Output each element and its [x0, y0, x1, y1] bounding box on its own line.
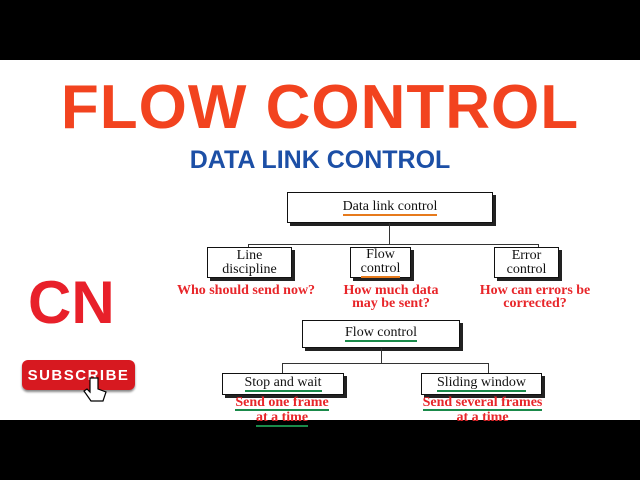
box-flow-control-root: Flow control [302, 320, 460, 348]
connector [381, 348, 382, 363]
box-sliding-window: Sliding window [421, 373, 542, 395]
main-title: FLOW CONTROL [60, 73, 580, 142]
box-label: Error [511, 247, 542, 263]
note-line: Send several frames [422, 395, 543, 411]
box-label: Data link control [342, 198, 438, 216]
question-line-discipline: Who should send now? [176, 283, 316, 298]
box-label: Sliding window [436, 375, 527, 392]
connector [282, 363, 489, 364]
connector [538, 244, 539, 248]
connector [282, 363, 283, 373]
note-line: at a time [456, 410, 509, 425]
box-label: Flow [366, 246, 395, 262]
subscribe-button[interactable]: SUBSCRIBE [22, 360, 135, 390]
subscribe-label: SUBSCRIBE [27, 366, 130, 384]
box-label: Line [236, 247, 263, 263]
box-label: control [506, 261, 547, 277]
connector [488, 363, 489, 373]
box-label: Stop and wait [244, 375, 322, 392]
box-label: control [360, 260, 401, 278]
subtitle: DATA LINK CONTROL [189, 146, 451, 174]
question-flow-control: How much data may be sent? [343, 283, 439, 311]
box-label: discipline [222, 261, 277, 277]
box-stop-and-wait: Stop and wait [222, 373, 344, 395]
connector [248, 244, 249, 248]
hand-cursor-icon [83, 377, 107, 402]
note-line: Send one frame [235, 395, 329, 411]
box-data-link-control: Data link control [287, 192, 493, 223]
connector [389, 223, 390, 245]
connector [248, 244, 539, 245]
note-line: at a time [255, 410, 309, 427]
question-error-control: How can errors be corrected? [479, 283, 591, 311]
cn-badge: CN [28, 269, 115, 336]
box-label: Flow control [345, 325, 417, 342]
